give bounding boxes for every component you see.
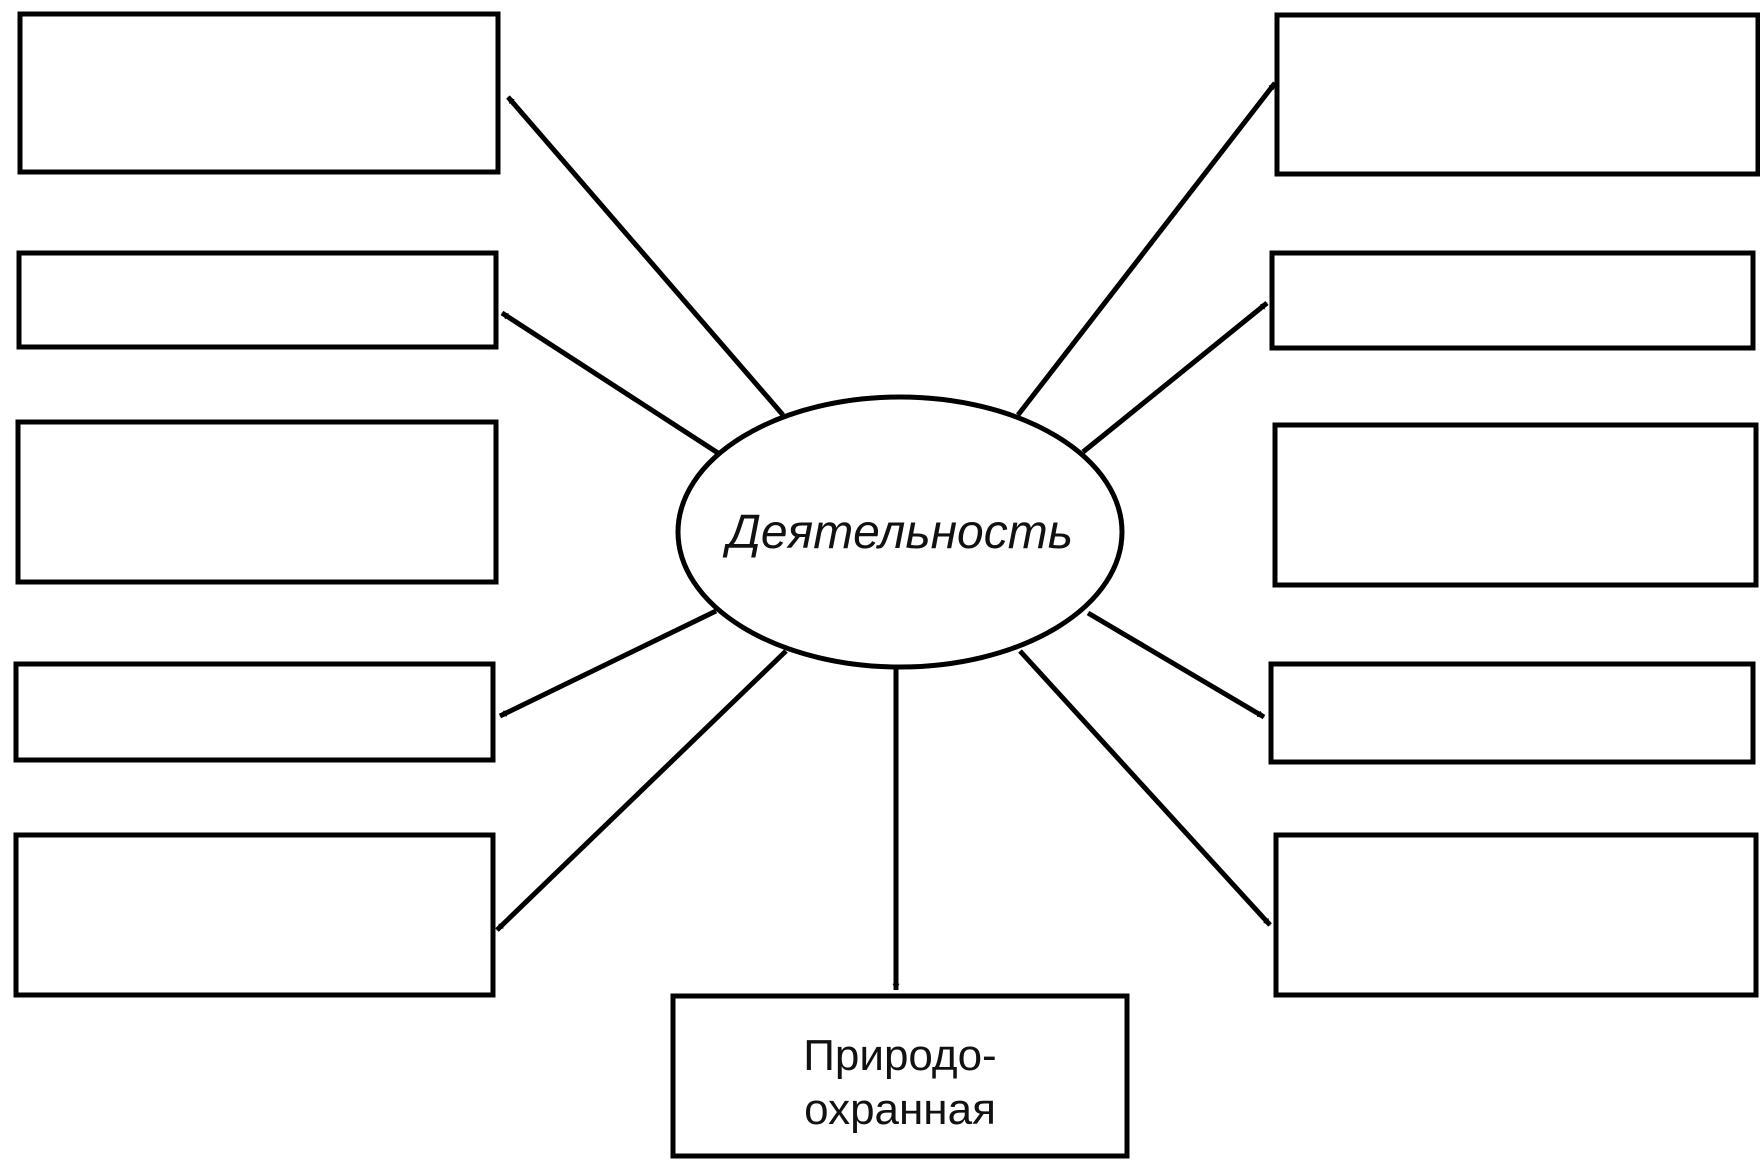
left-box-5: [13, 832, 496, 998]
arrow-to-right-box-5: [1018, 649, 1272, 927]
bottom-box-label-line1: Природо-: [803, 1031, 996, 1080]
arrow-to-right-box-1: [1016, 81, 1277, 417]
bottom-box-label-line2: охранная: [804, 1085, 996, 1134]
center-ellipse: [675, 394, 1125, 670]
arrow-to-left-box-4: [498, 608, 718, 719]
right-box-2: [1269, 250, 1756, 351]
right-box-3: [1272, 422, 1759, 588]
left-box-2: [16, 250, 499, 350]
bottom-box: [670, 993, 1130, 1159]
bottom-box-group: Природо- охранная: [670, 993, 1130, 1159]
arrow-to-left-box-1: [506, 95, 785, 417]
arrow-to-left-box-2: [500, 310, 720, 456]
left-box-4: [13, 661, 496, 763]
center-node: Деятельность: [675, 394, 1125, 670]
right-boxes: [1268, 12, 1760, 998]
left-boxes: [13, 11, 501, 998]
right-box-4: [1268, 661, 1756, 765]
left-box-1: [17, 11, 501, 175]
left-box-3: [15, 419, 499, 585]
right-box-5: [1273, 832, 1759, 998]
right-box-1: [1274, 12, 1760, 177]
arrow-to-left-box-5: [495, 649, 788, 932]
arrow-to-right-box-4: [1086, 610, 1266, 720]
arrow-to-right-box-2: [1081, 301, 1269, 454]
arrows: [495, 81, 1277, 991]
center-label: Деятельность: [722, 506, 1073, 559]
